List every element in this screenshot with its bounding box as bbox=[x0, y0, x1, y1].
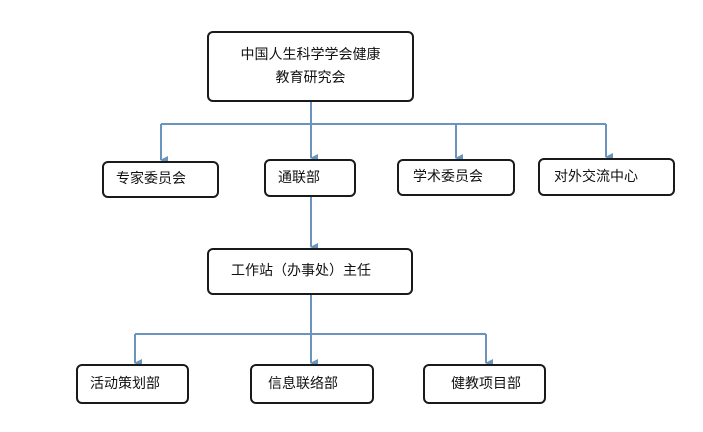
node-health-education-projects-label: 健教项目部 bbox=[451, 375, 521, 392]
node-activity-planning: 活动策划部 bbox=[76, 364, 189, 404]
node-expert-committee-label: 专家委员会 bbox=[116, 171, 186, 188]
root-node: 中国人生科学学会健康 教育研究会 bbox=[207, 31, 414, 102]
root-node-line2: 教育研究会 bbox=[275, 69, 346, 86]
node-academic-committee: 学术委员会 bbox=[397, 159, 515, 196]
node-activity-planning-label: 活动策划部 bbox=[90, 375, 160, 392]
node-academic-committee-label: 学术委员会 bbox=[413, 169, 483, 186]
node-workstation-director: 工作站（办事处）主任 bbox=[207, 248, 413, 295]
node-workstation-director-label: 工作站（办事处）主任 bbox=[231, 263, 371, 280]
node-liaison-department: 通联部 bbox=[264, 159, 356, 197]
node-health-education-projects: 健教项目部 bbox=[423, 364, 546, 404]
node-external-exchange-center: 对外交流中心 bbox=[538, 158, 675, 196]
node-expert-committee: 专家委员会 bbox=[102, 161, 219, 198]
node-external-exchange-center-label: 对外交流中心 bbox=[554, 168, 638, 185]
root-node-line1: 中国人生科学学会健康 bbox=[240, 47, 381, 64]
node-information-liaison-label: 信息联络部 bbox=[268, 375, 338, 392]
node-liaison-department-label: 通联部 bbox=[278, 169, 320, 186]
node-information-liaison: 信息联络部 bbox=[250, 364, 374, 404]
